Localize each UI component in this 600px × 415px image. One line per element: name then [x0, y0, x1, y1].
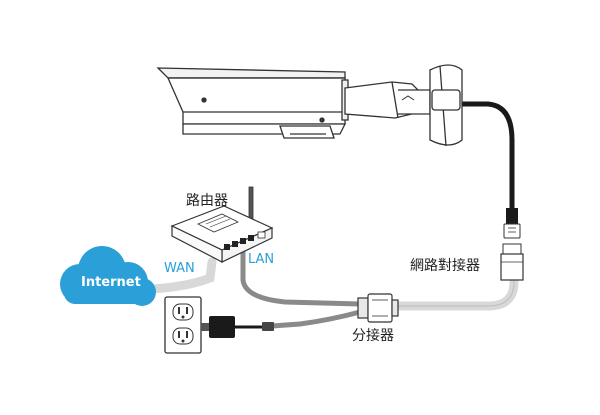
wan-label: WAN: [164, 261, 195, 276]
router-label: 路由器: [186, 193, 228, 209]
power-cable: [269, 309, 363, 329]
cloud-icon: [60, 246, 156, 306]
router-icon: [170, 186, 274, 263]
cables: [115, 101, 519, 329]
internet-label: Internet: [81, 275, 141, 290]
lan-label: LAN: [248, 252, 275, 267]
camera-cable: [457, 101, 515, 213]
rj45-plug-icon: [503, 208, 521, 239]
network-connector-label: 網路對接器: [410, 258, 480, 274]
lan-cable: [240, 243, 363, 307]
splitter-icon: [357, 293, 399, 323]
wall-outlet-icon: [164, 296, 202, 354]
bullet-camera-icon: [156, 64, 463, 147]
power-adapter-icon: [201, 316, 274, 338]
splitter-label: 分接器: [352, 328, 394, 344]
network-connector-icon: [500, 243, 524, 281]
